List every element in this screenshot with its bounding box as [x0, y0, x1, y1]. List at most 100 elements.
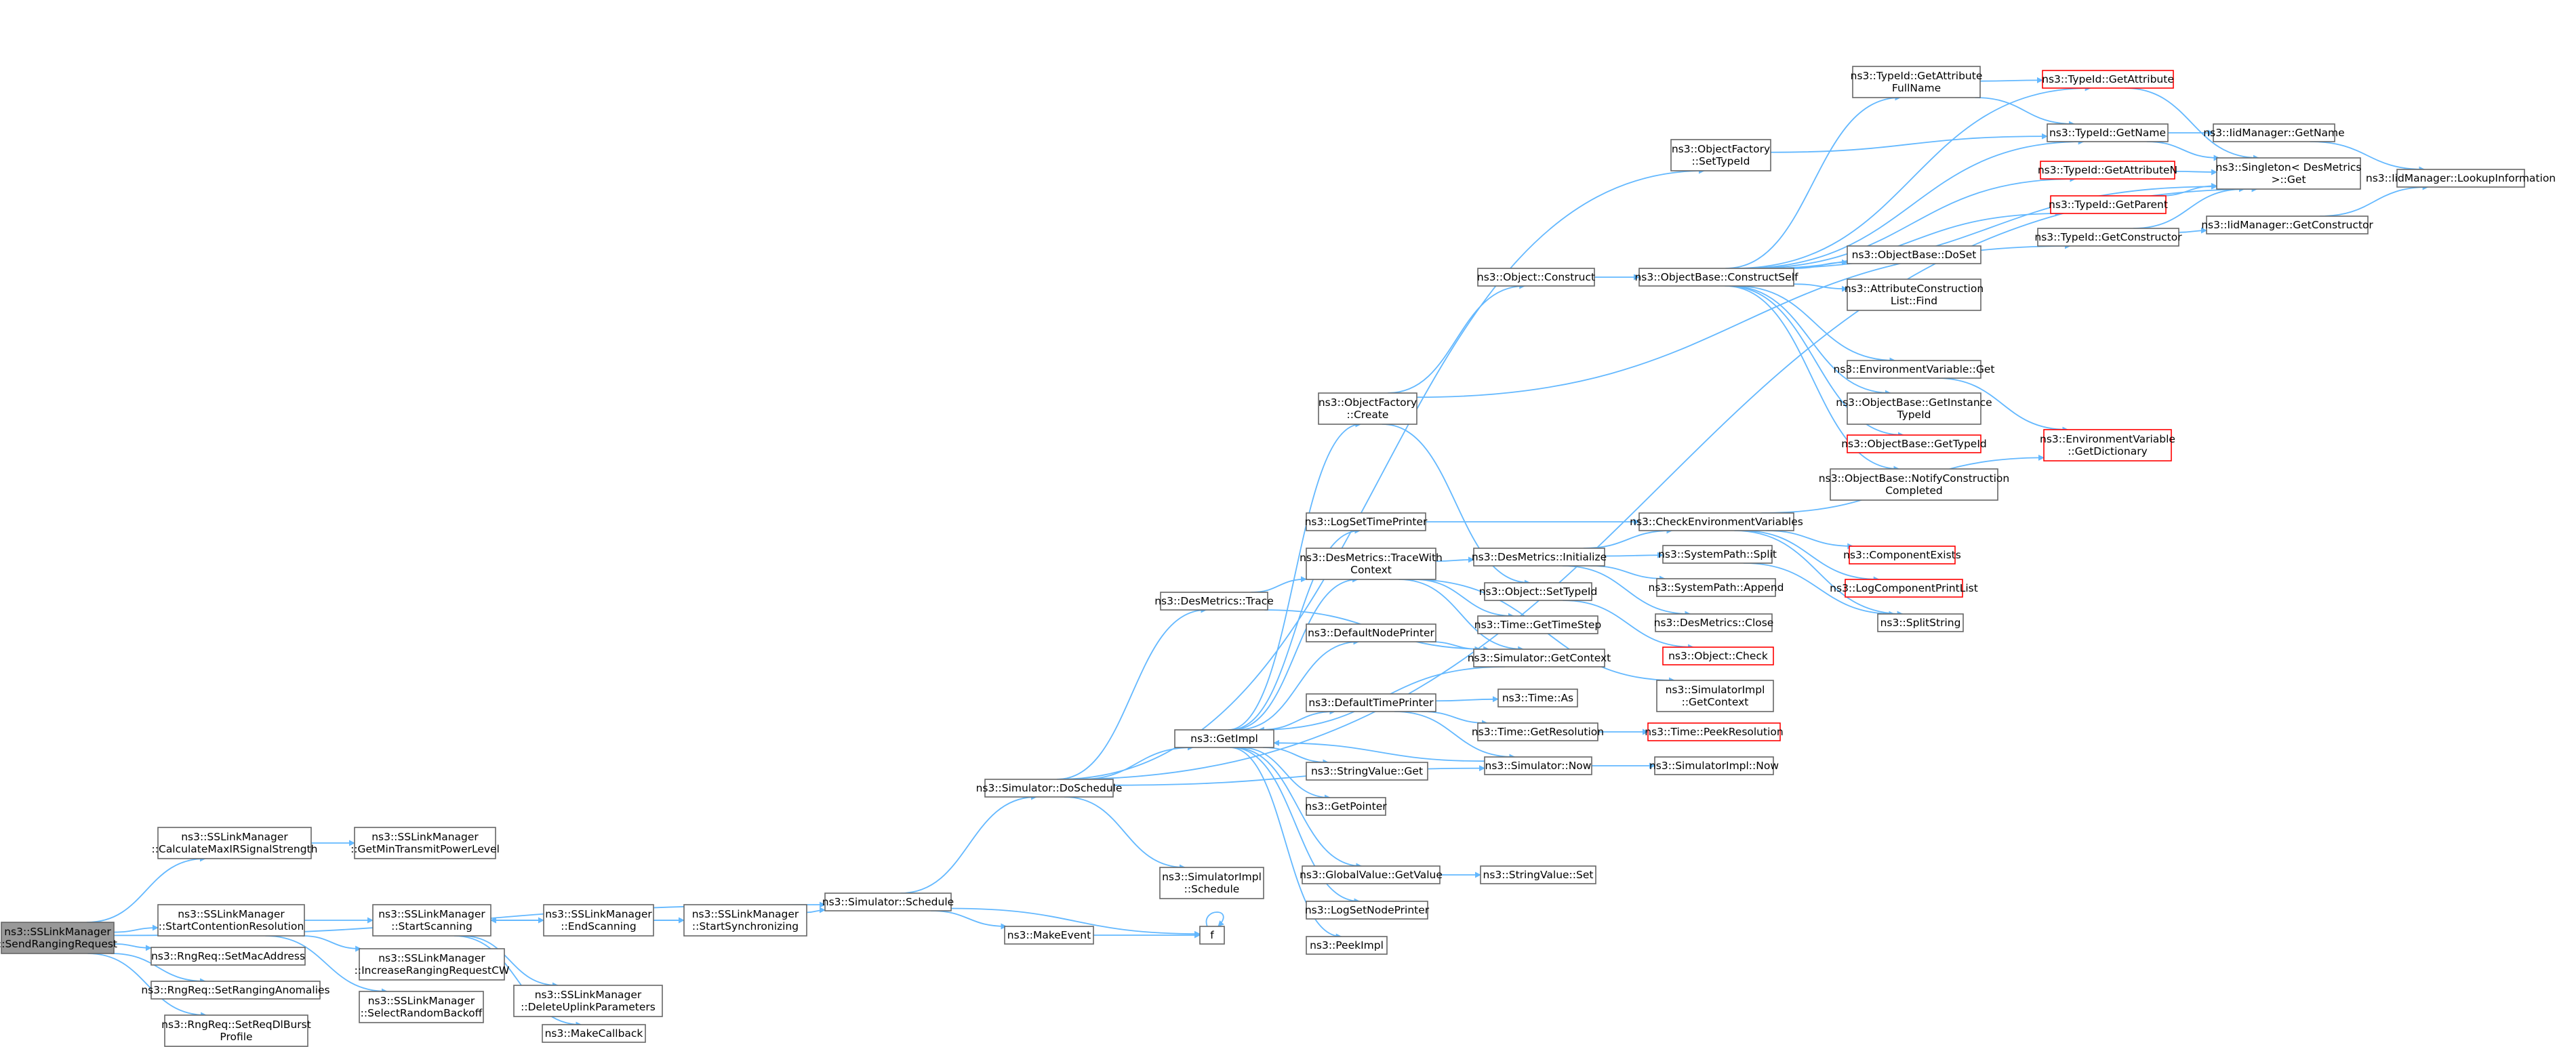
- node-box: [359, 991, 484, 1023]
- node-n52[interactable]: ns3::SimulatorImpl::GetContext: [1656, 680, 1774, 712]
- node-n38[interactable]: ns3::ObjectBase::NotifyConstructionCompl…: [1819, 468, 2009, 501]
- node-n29[interactable]: ns3::LogSetTimePrinter: [1305, 512, 1428, 531]
- node-n28[interactable]: ns3::LogSetNodePrinter: [1305, 901, 1430, 920]
- node-n11[interactable]: ns3::LogComponentPrintList: [1830, 579, 1978, 598]
- node-n14[interactable]: ns3::SystemPath::Append: [1649, 578, 1784, 597]
- node-n21[interactable]: ns3::Time::GetResolution: [1472, 722, 1604, 741]
- node-n9[interactable]: ns3::ComponentExists: [1843, 546, 1961, 564]
- node-n64[interactable]: ns3::SSLinkManager::StartSynchronizing: [683, 904, 807, 937]
- node-n59[interactable]: ns3::SSLinkManager::StartContentionResol…: [157, 904, 305, 937]
- node-n4[interactable]: ns3::Simulator::DoSchedule: [976, 779, 1123, 798]
- node-n17[interactable]: ns3::GetImpl: [1174, 729, 1274, 748]
- node-n44[interactable]: ns3::IidManager::LookupInformation: [2366, 169, 2556, 188]
- node-label: ns3::SplitString: [1880, 617, 1961, 629]
- node-n3[interactable]: ns3::Simulator::Schedule: [822, 892, 954, 911]
- node-n54[interactable]: ns3::PeekImpl: [1306, 936, 1388, 955]
- edge-n58-n58: [1205, 911, 1224, 927]
- node-n35[interactable]: ns3::ObjectBase::DoSet: [1847, 245, 1981, 264]
- node-n68[interactable]: ns3::RngReq::SetRangingAnomalies: [141, 981, 330, 1000]
- edge-n6-n7: [1435, 556, 1474, 563]
- node-n1[interactable]: ns3::SSLinkManager::CalculateMaxIRSignal…: [152, 827, 318, 859]
- node-n42[interactable]: ns3::TypeId::GetName: [2047, 123, 2169, 142]
- node-box: [1849, 546, 1956, 564]
- node-box: [157, 904, 305, 937]
- node-n45[interactable]: ns3::TypeId::GetAttributeN: [2038, 161, 2177, 180]
- node-label: ns3::SSLinkManager: [4, 926, 111, 938]
- node-label: ns3::Object::Construct: [1477, 271, 1595, 283]
- edge-n32-n40: [1733, 85, 2091, 269]
- edge-n19-n23: [1394, 711, 1516, 760]
- edge-n7-n15: [1604, 552, 1664, 558]
- node-n50[interactable]: ns3::Object::Check: [1662, 646, 1774, 665]
- node-n31[interactable]: ns3::Object::Construct: [1477, 268, 1595, 287]
- node-n51[interactable]: ns3::Time::GetTimeStep: [1474, 615, 1601, 634]
- node-n8[interactable]: ns3::CheckEnvironmentVariables: [1630, 512, 1803, 531]
- node-box: [1662, 646, 1774, 665]
- node-n5[interactable]: ns3::DesMetrics::Trace: [1154, 592, 1274, 611]
- node-n13[interactable]: ns3::DesMetrics::Close: [1654, 613, 1774, 632]
- node-n47[interactable]: ns3::TypeId::GetConstructor: [2034, 228, 2182, 247]
- node-n37[interactable]: ns3::ObjectBase::GetTypeId: [1841, 434, 1987, 453]
- node-n41[interactable]: ns3::Singleton< DesMetrics>::Get: [2216, 157, 2362, 190]
- node-n56[interactable]: ns3::SimulatorImpl::Schedule: [1159, 867, 1264, 899]
- node-n61[interactable]: ns3::SSLinkManager::SelectRandomBackoff: [359, 991, 484, 1023]
- node-n30[interactable]: ns3::ObjectFactory::Create: [1318, 392, 1417, 425]
- node-n60[interactable]: ns3::SSLinkManager::IncreaseRangingReque…: [355, 948, 510, 981]
- node-n49[interactable]: ns3::Object::SetTypeId: [1479, 582, 1598, 601]
- node-n32[interactable]: ns3::ObjectBase::ConstructSelf: [1634, 268, 1798, 287]
- node-label: ns3::TypeId::GetAttribute: [1851, 70, 1983, 82]
- node-n46[interactable]: ns3::TypeId::GetParent: [2049, 195, 2168, 214]
- node-n53[interactable]: ns3::StringValue::Get: [1306, 762, 1428, 781]
- node-n15[interactable]: ns3::SystemPath::Split: [1658, 545, 1777, 564]
- node-n18[interactable]: ns3::DefaultNodePrinter: [1306, 623, 1436, 642]
- node-n40[interactable]: ns3::TypeId::GetAttribute: [2042, 70, 2174, 89]
- node-n2[interactable]: ns3::SSLinkManager::GetMinTransmitPowerL…: [350, 827, 500, 859]
- node-label: ::GetContext: [1682, 696, 1749, 708]
- node-n34[interactable]: ns3::EnvironmentVariable::Get: [1833, 360, 1995, 379]
- node-n57[interactable]: ns3::MakeEvent: [1004, 926, 1094, 945]
- node-n19[interactable]: ns3::DefaultTimePrinter: [1306, 693, 1436, 712]
- edge-n32-n45: [1748, 176, 2076, 269]
- node-n65[interactable]: ns3::SSLinkManager::DeleteUplinkParamete…: [513, 985, 663, 1017]
- node-n22[interactable]: ns3::Time::PeekResolution: [1645, 722, 1784, 741]
- node-n10[interactable]: ns3::EnvironmentVariable::GetDictionary: [2040, 429, 2175, 461]
- node-n0[interactable]: ns3::SSLinkManager::SendRangingRequest: [0, 922, 117, 954]
- node-label: ns3::SSLinkManager: [178, 908, 285, 920]
- node-n67[interactable]: ns3::RngReq::SetMacAddress: [150, 947, 306, 966]
- node-n23[interactable]: ns3::Simulator::Now: [1484, 756, 1592, 775]
- node-n12[interactable]: ns3::SplitString: [1877, 613, 1964, 632]
- edge-n32-n36: [1729, 285, 1891, 396]
- node-box: [372, 904, 491, 937]
- node-label: ns3::RngReq::SetReqDlBurst: [161, 1019, 311, 1031]
- node-n24[interactable]: ns3::SimulatorImpl::Now: [1649, 756, 1779, 775]
- node-label: ns3::GlobalValue::GetValue: [1300, 869, 1443, 881]
- node-n20[interactable]: ns3::Time::As: [1497, 689, 1578, 707]
- node-n55[interactable]: ns3::ObjectFactory::SetTypeId: [1670, 139, 1771, 171]
- node-n27[interactable]: ns3::StringValue::Set: [1480, 865, 1596, 884]
- node-box: [1847, 279, 1981, 311]
- node-n16[interactable]: ns3::Simulator::GetContext: [1468, 649, 1611, 668]
- node-n62[interactable]: ns3::SSLinkManager::StartScanning: [372, 904, 491, 937]
- edge-n30-n49: [1382, 424, 1531, 586]
- node-n26[interactable]: ns3::GlobalValue::GetValue: [1300, 865, 1443, 884]
- node-n48[interactable]: ns3::IidManager::GetConstructor: [2201, 215, 2373, 234]
- node-n58[interactable]: f: [1199, 926, 1225, 945]
- node-n66[interactable]: ns3::MakeCallback: [542, 1024, 646, 1043]
- edge-n47-n48: [2178, 227, 2207, 234]
- node-n25[interactable]: ns3::GetPointer: [1305, 797, 1387, 816]
- node-n63[interactable]: ns3::SSLinkManager::EndScanning: [543, 904, 654, 937]
- node-n43[interactable]: ns3::IidManager::GetName: [2203, 123, 2345, 142]
- node-label: ns3::MakeEvent: [1007, 929, 1091, 941]
- node-label: ns3::Simulator::Now: [1485, 760, 1592, 772]
- node-n7[interactable]: ns3::DesMetrics::Initialize: [1472, 548, 1607, 567]
- edge-n17-n6: [1231, 576, 1359, 731]
- node-label: ns3::SystemPath::Split: [1658, 548, 1777, 560]
- node-box: [1306, 797, 1386, 816]
- edge-n4-n41: [1066, 186, 2258, 780]
